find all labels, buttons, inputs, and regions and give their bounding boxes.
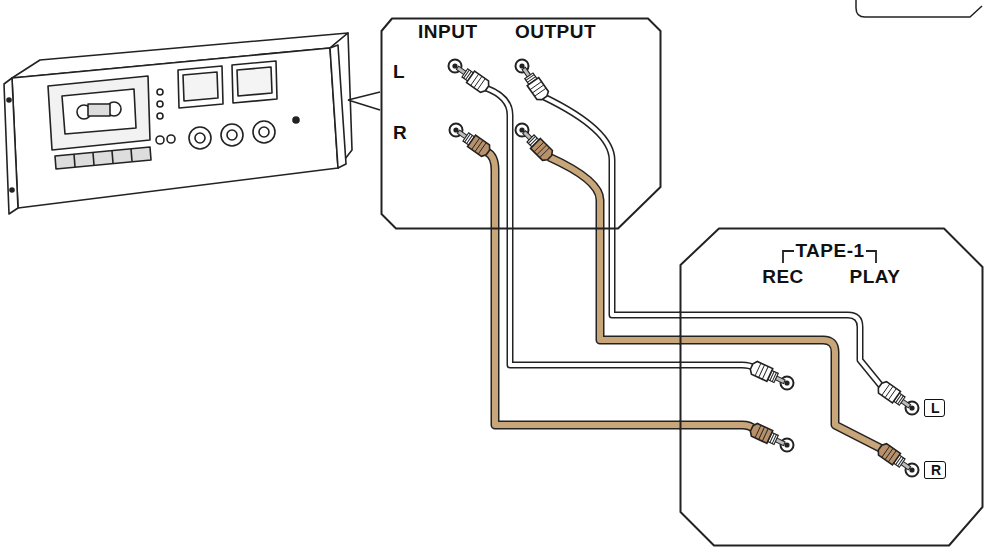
cable-outline: [495, 228, 681, 425]
cable-outline: [510, 228, 681, 365]
audio-cable: [510, 228, 681, 365]
channel-label: R: [393, 123, 407, 142]
cable-core: [495, 228, 681, 425]
cable-core: [510, 228, 681, 365]
audio-cable: [600, 228, 681, 340]
audio-cable: [495, 228, 681, 425]
jack-group-label: PLAY: [850, 267, 901, 286]
panel-outline: [380, 17, 662, 230]
channel-tag: R: [924, 461, 946, 479]
audio-cable: [612, 228, 681, 315]
channel-label: L: [393, 62, 405, 81]
panel-outline: [679, 227, 984, 547]
cable-core: [600, 228, 681, 340]
channel-tag: L: [924, 399, 945, 417]
jack-panel-callout: INPUT OUTPUT L R: [380, 17, 662, 230]
input-name: TAPE-1: [795, 241, 864, 260]
cable-core: [612, 228, 681, 315]
amplifier-panel: TAPE-1REC PLAY L R: [679, 227, 984, 547]
cable-outline: [612, 228, 681, 315]
jack-group-label: INPUT: [418, 22, 478, 41]
cable-outline: [600, 228, 681, 340]
jack-group-label: REC: [762, 267, 804, 286]
jack-group-label: OUTPUT: [515, 22, 596, 41]
